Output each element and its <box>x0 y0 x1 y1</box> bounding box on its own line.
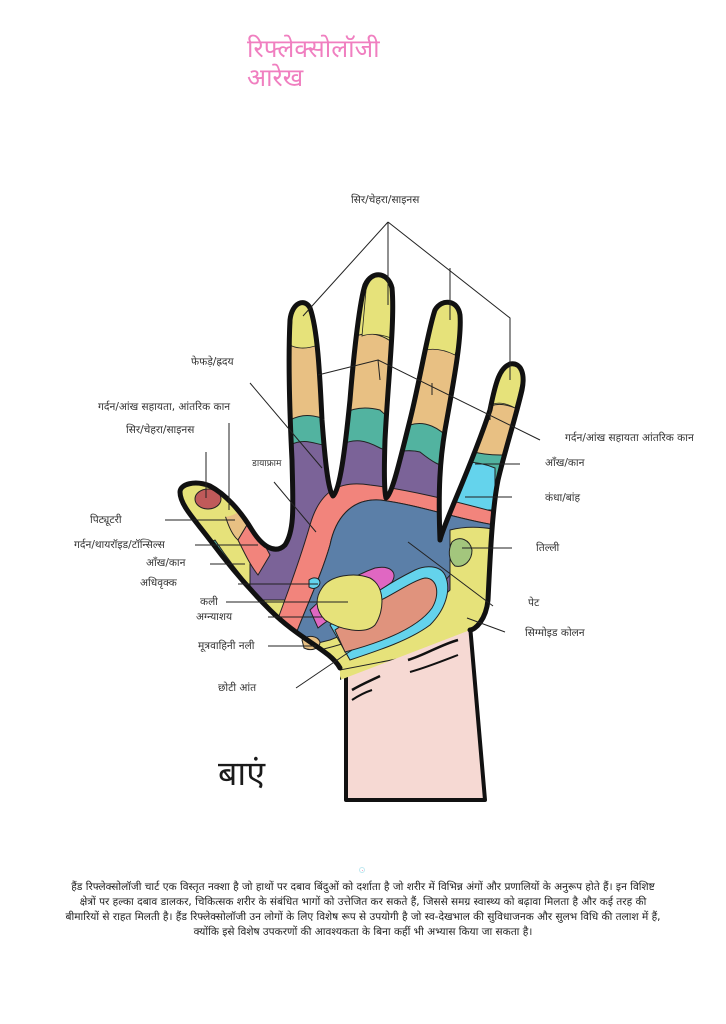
title-line-2: आरेख <box>247 63 304 92</box>
leader-lines <box>165 221 541 689</box>
decorative-dot <box>359 867 365 873</box>
label-pituitary: पिट्यूटरी <box>90 514 122 526</box>
label-eye-ear-left: आँख/कान <box>146 557 186 569</box>
label-ureter: मूत्रवाहिनी नली <box>198 640 255 652</box>
label-diaphragm: डायाफ्राम <box>252 459 282 469</box>
label-head-face-sinus-top: सिर/चेहरा/साइनस <box>351 194 420 206</box>
title-line-1: रिफ्लेक्सोलॉजी <box>247 34 380 63</box>
label-sigmoid-colon: सिग्मोइड कोलन <box>525 627 585 639</box>
hand-outline <box>177 272 526 671</box>
label-lungs-heart: फेफड़े/ह्रदय <box>191 356 234 368</box>
hand-side-label: बाएं <box>218 754 266 794</box>
label-kidney: कली <box>200 596 218 608</box>
label-stomach: पेट <box>528 597 540 609</box>
label-pancreas: अग्न्याशय <box>196 611 233 623</box>
adrenal-zone <box>308 577 321 589</box>
label-spleen: तिल्ली <box>536 542 560 554</box>
label-shoulder-arm: कंधा/बांह <box>545 492 581 504</box>
label-head-face-sinus-left: सिर/चेहरा/साइनस <box>126 424 195 436</box>
hand-zones <box>180 274 524 680</box>
label-adrenal: अधिवृक्क <box>140 577 177 589</box>
label-neck-eye-inner-ear-left: गर्दन/आंख सहायता, आंतरिक कान <box>98 401 231 413</box>
spleen-zone <box>448 538 473 567</box>
pituitary-zone <box>194 488 222 510</box>
kidney-zone <box>316 574 383 631</box>
page-title: रिफ्लेक्सोलॉजी आरेख <box>247 34 380 92</box>
label-eye-ear-right: आँख/कान <box>545 457 585 469</box>
label-small-intestine: छोटी आंत <box>218 682 257 694</box>
label-neck-thyroid-tonsils: गर्दन/थायरॉइड/टॉन्सिल्स <box>74 539 165 551</box>
label-neck-eye-inner-ear-right: गर्दन/आंख सहायता आंतरिक कान <box>565 432 694 444</box>
description-paragraph: हैंड रिफ्लेक्सोलॉजी चार्ट एक विस्तृत नक्… <box>65 881 661 938</box>
